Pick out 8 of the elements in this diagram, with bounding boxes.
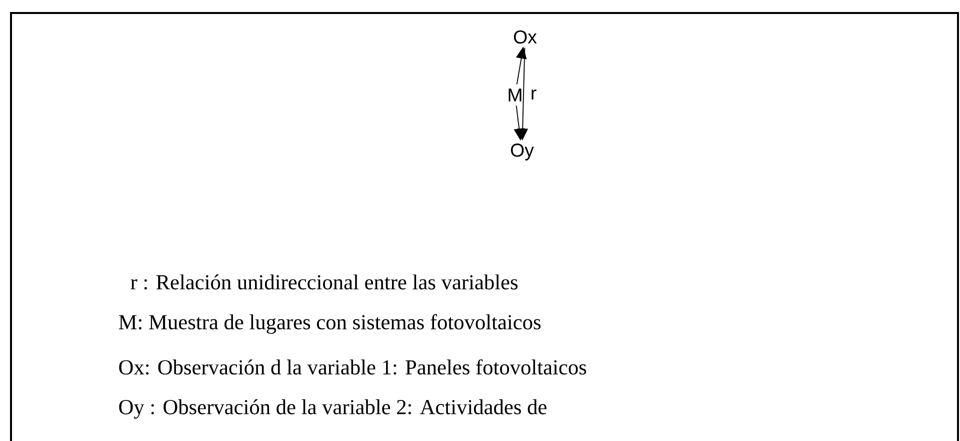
variable-label: Oy [510,144,534,160]
legend-line: Oy : Observación de la variable 2: Actividades de [119,399,546,419]
legend-line: M: Muestra de lugares con sistemas fotovoltaicos [118,314,541,334]
legend-line: r : Relación unidireccional entre las variables [130,274,518,290]
edge-label: r [532,89,536,100]
variable-label: Ox [514,30,537,44]
variable-label: M [508,88,522,102]
legend-line: Ox: Observación d la variable 1: Paneles fotovoltaicos [119,359,586,375]
